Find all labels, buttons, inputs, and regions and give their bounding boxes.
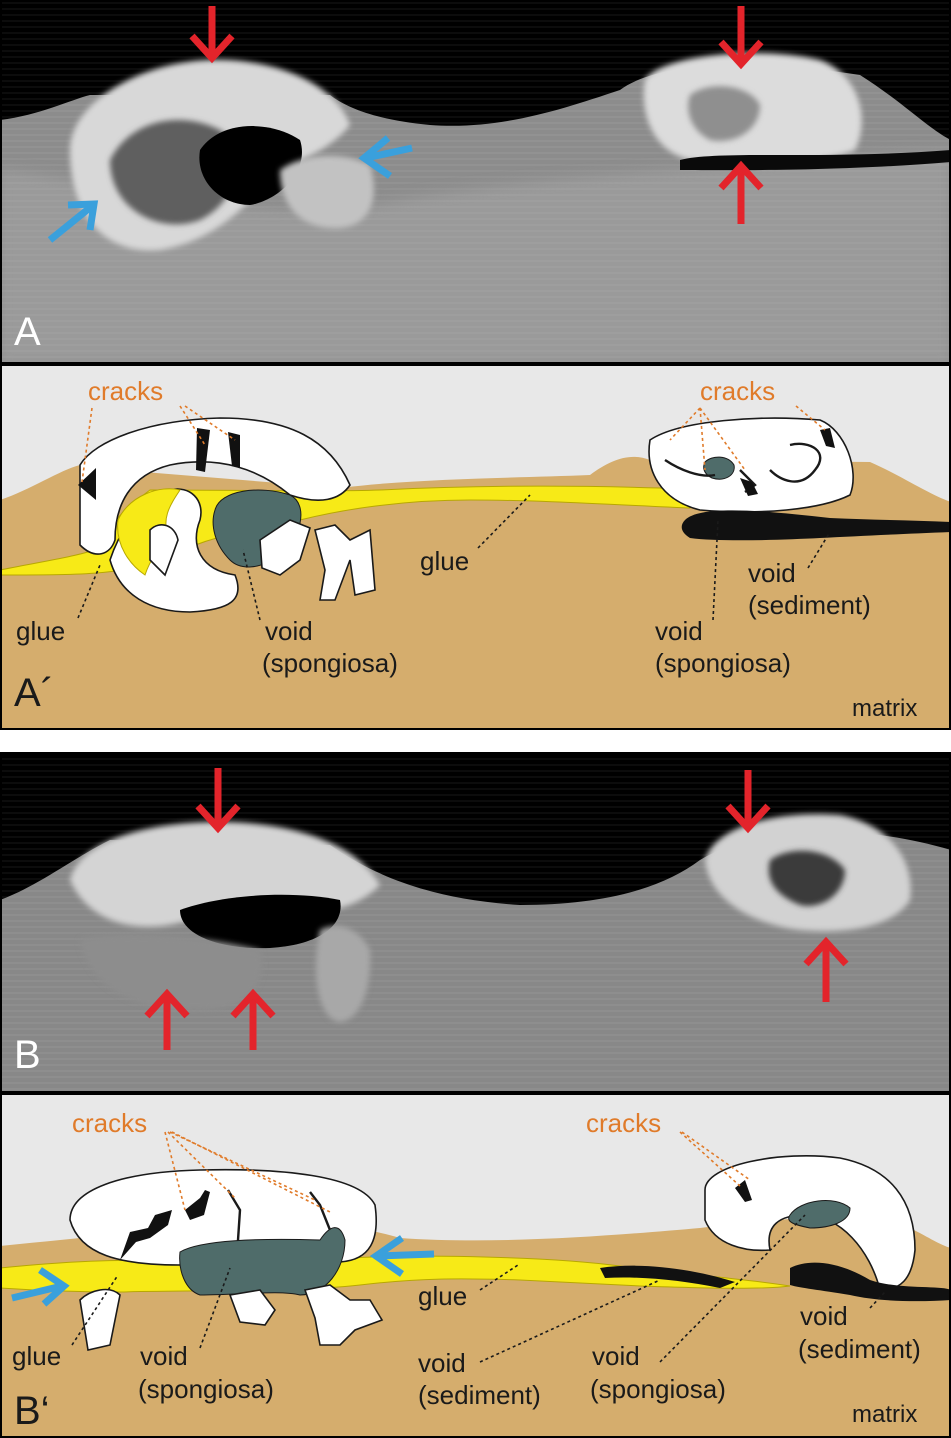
panel-a-red-arrow-top-right	[718, 6, 764, 70]
a-prime-void-sediment-line1: void	[748, 558, 796, 588]
panel-b-prime-blue-arrow-right	[369, 1235, 435, 1277]
panel-b-prime-letter: B‘	[14, 1389, 50, 1433]
a-prime-void-sediment-line2: (sediment)	[748, 590, 871, 620]
a-prime-cracks-right-label: cracks	[700, 376, 775, 406]
a-prime-void-spongiosa-right-line1: void	[655, 616, 703, 646]
panel-b-prime-leaders	[71, 1131, 886, 1363]
b-prime-void-sediment-center-line1: void	[418, 1348, 466, 1378]
b-prime-matrix-label: matrix	[852, 1401, 917, 1428]
b-prime-glue-left-label: glue	[12, 1341, 61, 1371]
a-prime-void-spongiosa-right-line2: (spongiosa)	[655, 648, 791, 678]
panel-a-prime-diagram	[0, 366, 951, 730]
b-prime-void-spongiosa-left-line2: (spongiosa)	[138, 1374, 274, 1404]
a-prime-matrix-label: matrix	[852, 695, 917, 722]
panel-a-letter: A	[14, 310, 41, 354]
b-prime-glue-center-label: glue	[418, 1281, 467, 1311]
b-prime-cracks-left-label: cracks	[72, 1108, 147, 1138]
b-prime-cracks-right-label: cracks	[586, 1108, 661, 1138]
panel-b-red-arrow-bottom-left-2	[230, 988, 276, 1050]
panel-b-red-arrow-top-left	[195, 768, 241, 834]
panel-a-ct-image	[0, 0, 951, 364]
panel-a-red-arrow-bottom-right	[718, 160, 764, 224]
a-prime-void-spongiosa-left-line2: (spongiosa)	[262, 648, 398, 678]
b-prime-void-sediment-center-line2: (sediment)	[418, 1380, 541, 1410]
panel-b-ct-image	[0, 752, 951, 1092]
panel-b-red-arrow-top-right	[725, 770, 771, 834]
panel-b-red-arrow-bottom-left-1	[144, 988, 190, 1050]
panel-a-blue-arrow-left	[47, 200, 99, 243]
b-prime-void-spongiosa-right-line2: (spongiosa)	[590, 1374, 726, 1404]
a-prime-glue-left-label: glue	[16, 616, 65, 646]
panel-b-red-arrow-bottom-right	[803, 936, 849, 1002]
panel-b-prime-blue-arrow-left	[11, 1267, 70, 1307]
panel-a-prime-leaders	[77, 405, 831, 621]
a-prime-void-spongiosa-left-line1: void	[265, 616, 313, 646]
panel-a-prime-letter: A´	[14, 671, 54, 715]
a-prime-glue-center-label: glue	[420, 546, 469, 576]
panel-b-prime-diagram	[0, 1094, 951, 1438]
a-prime-cracks-left-label: cracks	[88, 376, 163, 406]
panel-a-red-arrow-top-left	[189, 6, 235, 64]
b-prime-void-spongiosa-left-line1: void	[140, 1341, 188, 1371]
panel-a-blue-arrow-right	[358, 135, 413, 179]
b-prime-void-sediment-right-line2: (sediment)	[798, 1334, 921, 1364]
b-prime-void-spongiosa-right-line1: void	[592, 1341, 640, 1371]
b-prime-void-sediment-right-line1: void	[800, 1301, 848, 1331]
panel-b-letter: B	[14, 1033, 41, 1077]
